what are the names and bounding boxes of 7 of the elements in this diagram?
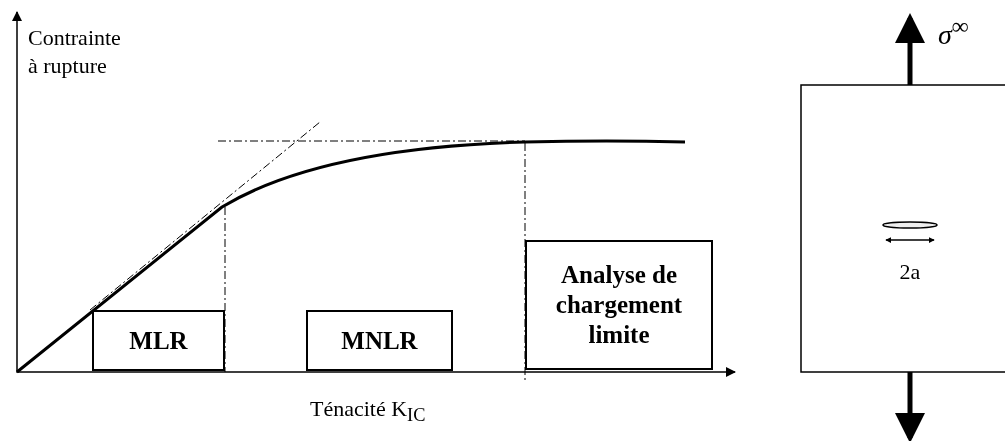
y-axis-label: Contrainte à rupture	[28, 24, 122, 79]
region-box: MNLR	[306, 310, 453, 371]
stress-label: σ$^{∞}$	[938, 12, 970, 53]
x-axis-label: Ténacité K$_{IC}$	[310, 395, 427, 428]
dimension-label: 2a	[898, 258, 922, 286]
region-box: MLR	[92, 310, 225, 371]
region-box: Analyse de chargement limite	[525, 240, 713, 370]
